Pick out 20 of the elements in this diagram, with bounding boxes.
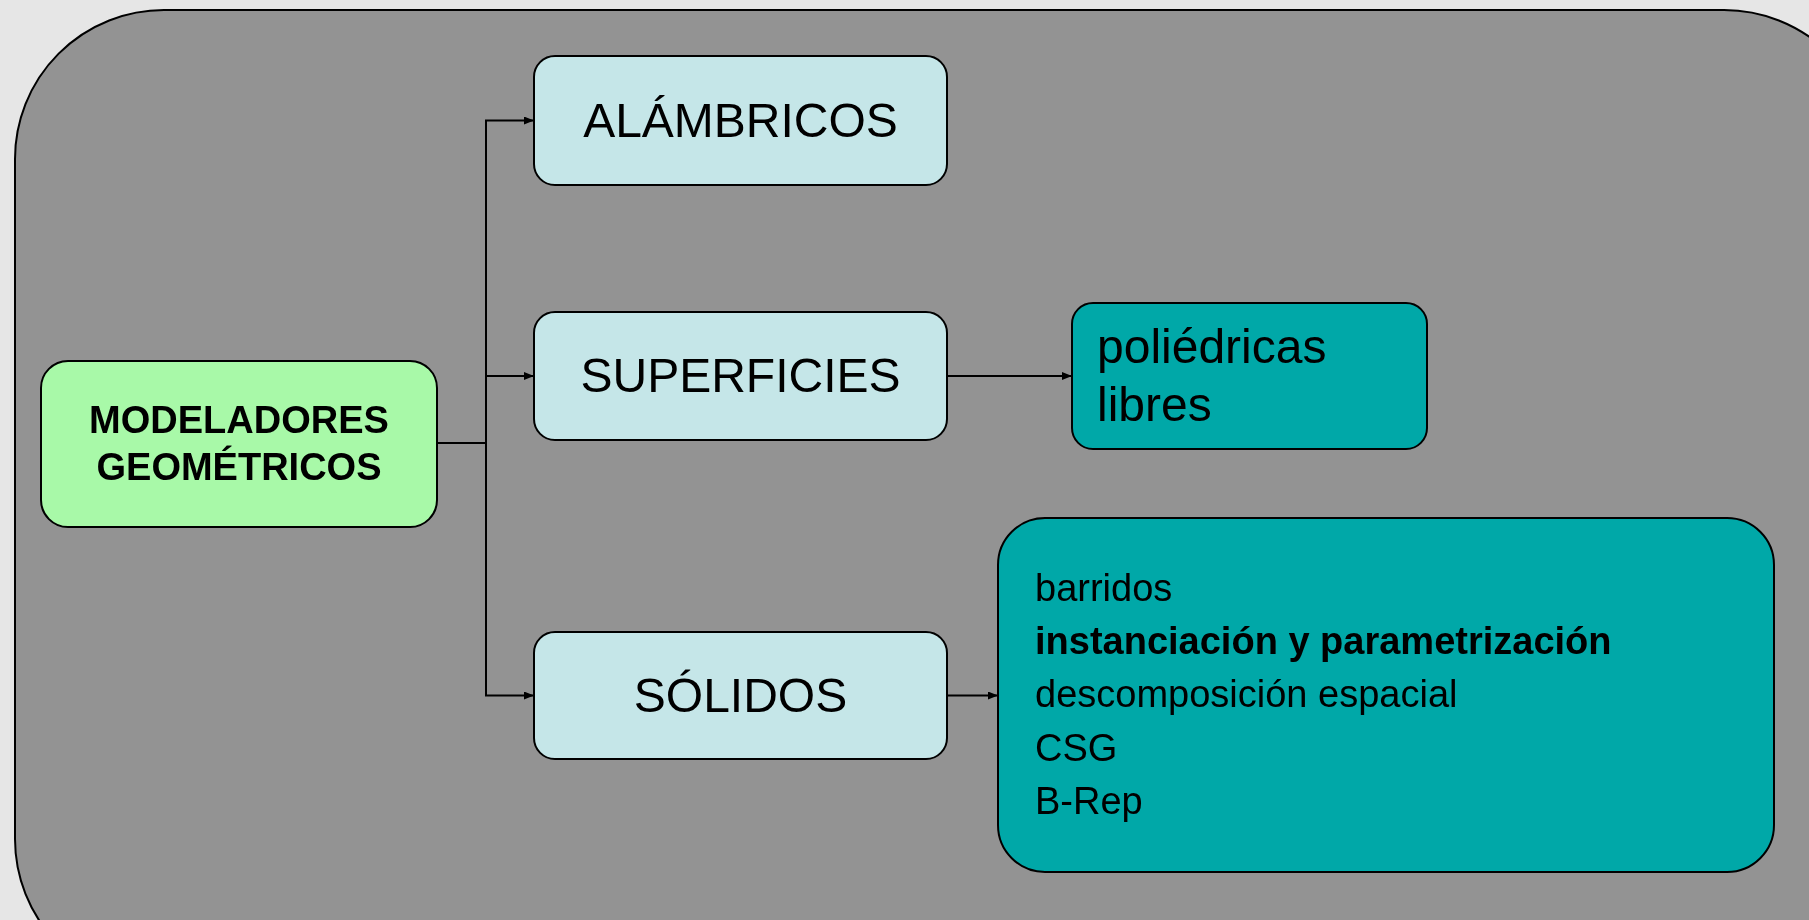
category-box <box>533 311 948 441</box>
node-label: barridos <box>1035 566 1174 612</box>
category-box <box>533 55 948 186</box>
arrow <box>437 442 534 700</box>
arrow <box>947 372 1072 380</box>
root-box <box>40 360 438 528</box>
node-label: CSG <box>1035 725 1119 771</box>
node-label: B-Rep <box>1035 778 1144 824</box>
node-label: SÓLIDOS <box>633 667 848 724</box>
category-box <box>533 631 948 760</box>
list-box <box>1071 302 1428 450</box>
node-label: ALÁMBRICOS <box>583 92 898 149</box>
node-label: poliédricas <box>1097 319 1328 376</box>
node-label: instanciación y parametrización <box>1035 619 1613 665</box>
node-label: SUPERFICIES <box>580 348 901 404</box>
node-label: libres <box>1097 377 1213 433</box>
arrow <box>947 691 998 700</box>
node-label: descomposición espacial <box>1035 672 1459 718</box>
list-box <box>997 517 1775 873</box>
node-label: MODELADORES GEOMÉTRICOS <box>88 397 390 490</box>
